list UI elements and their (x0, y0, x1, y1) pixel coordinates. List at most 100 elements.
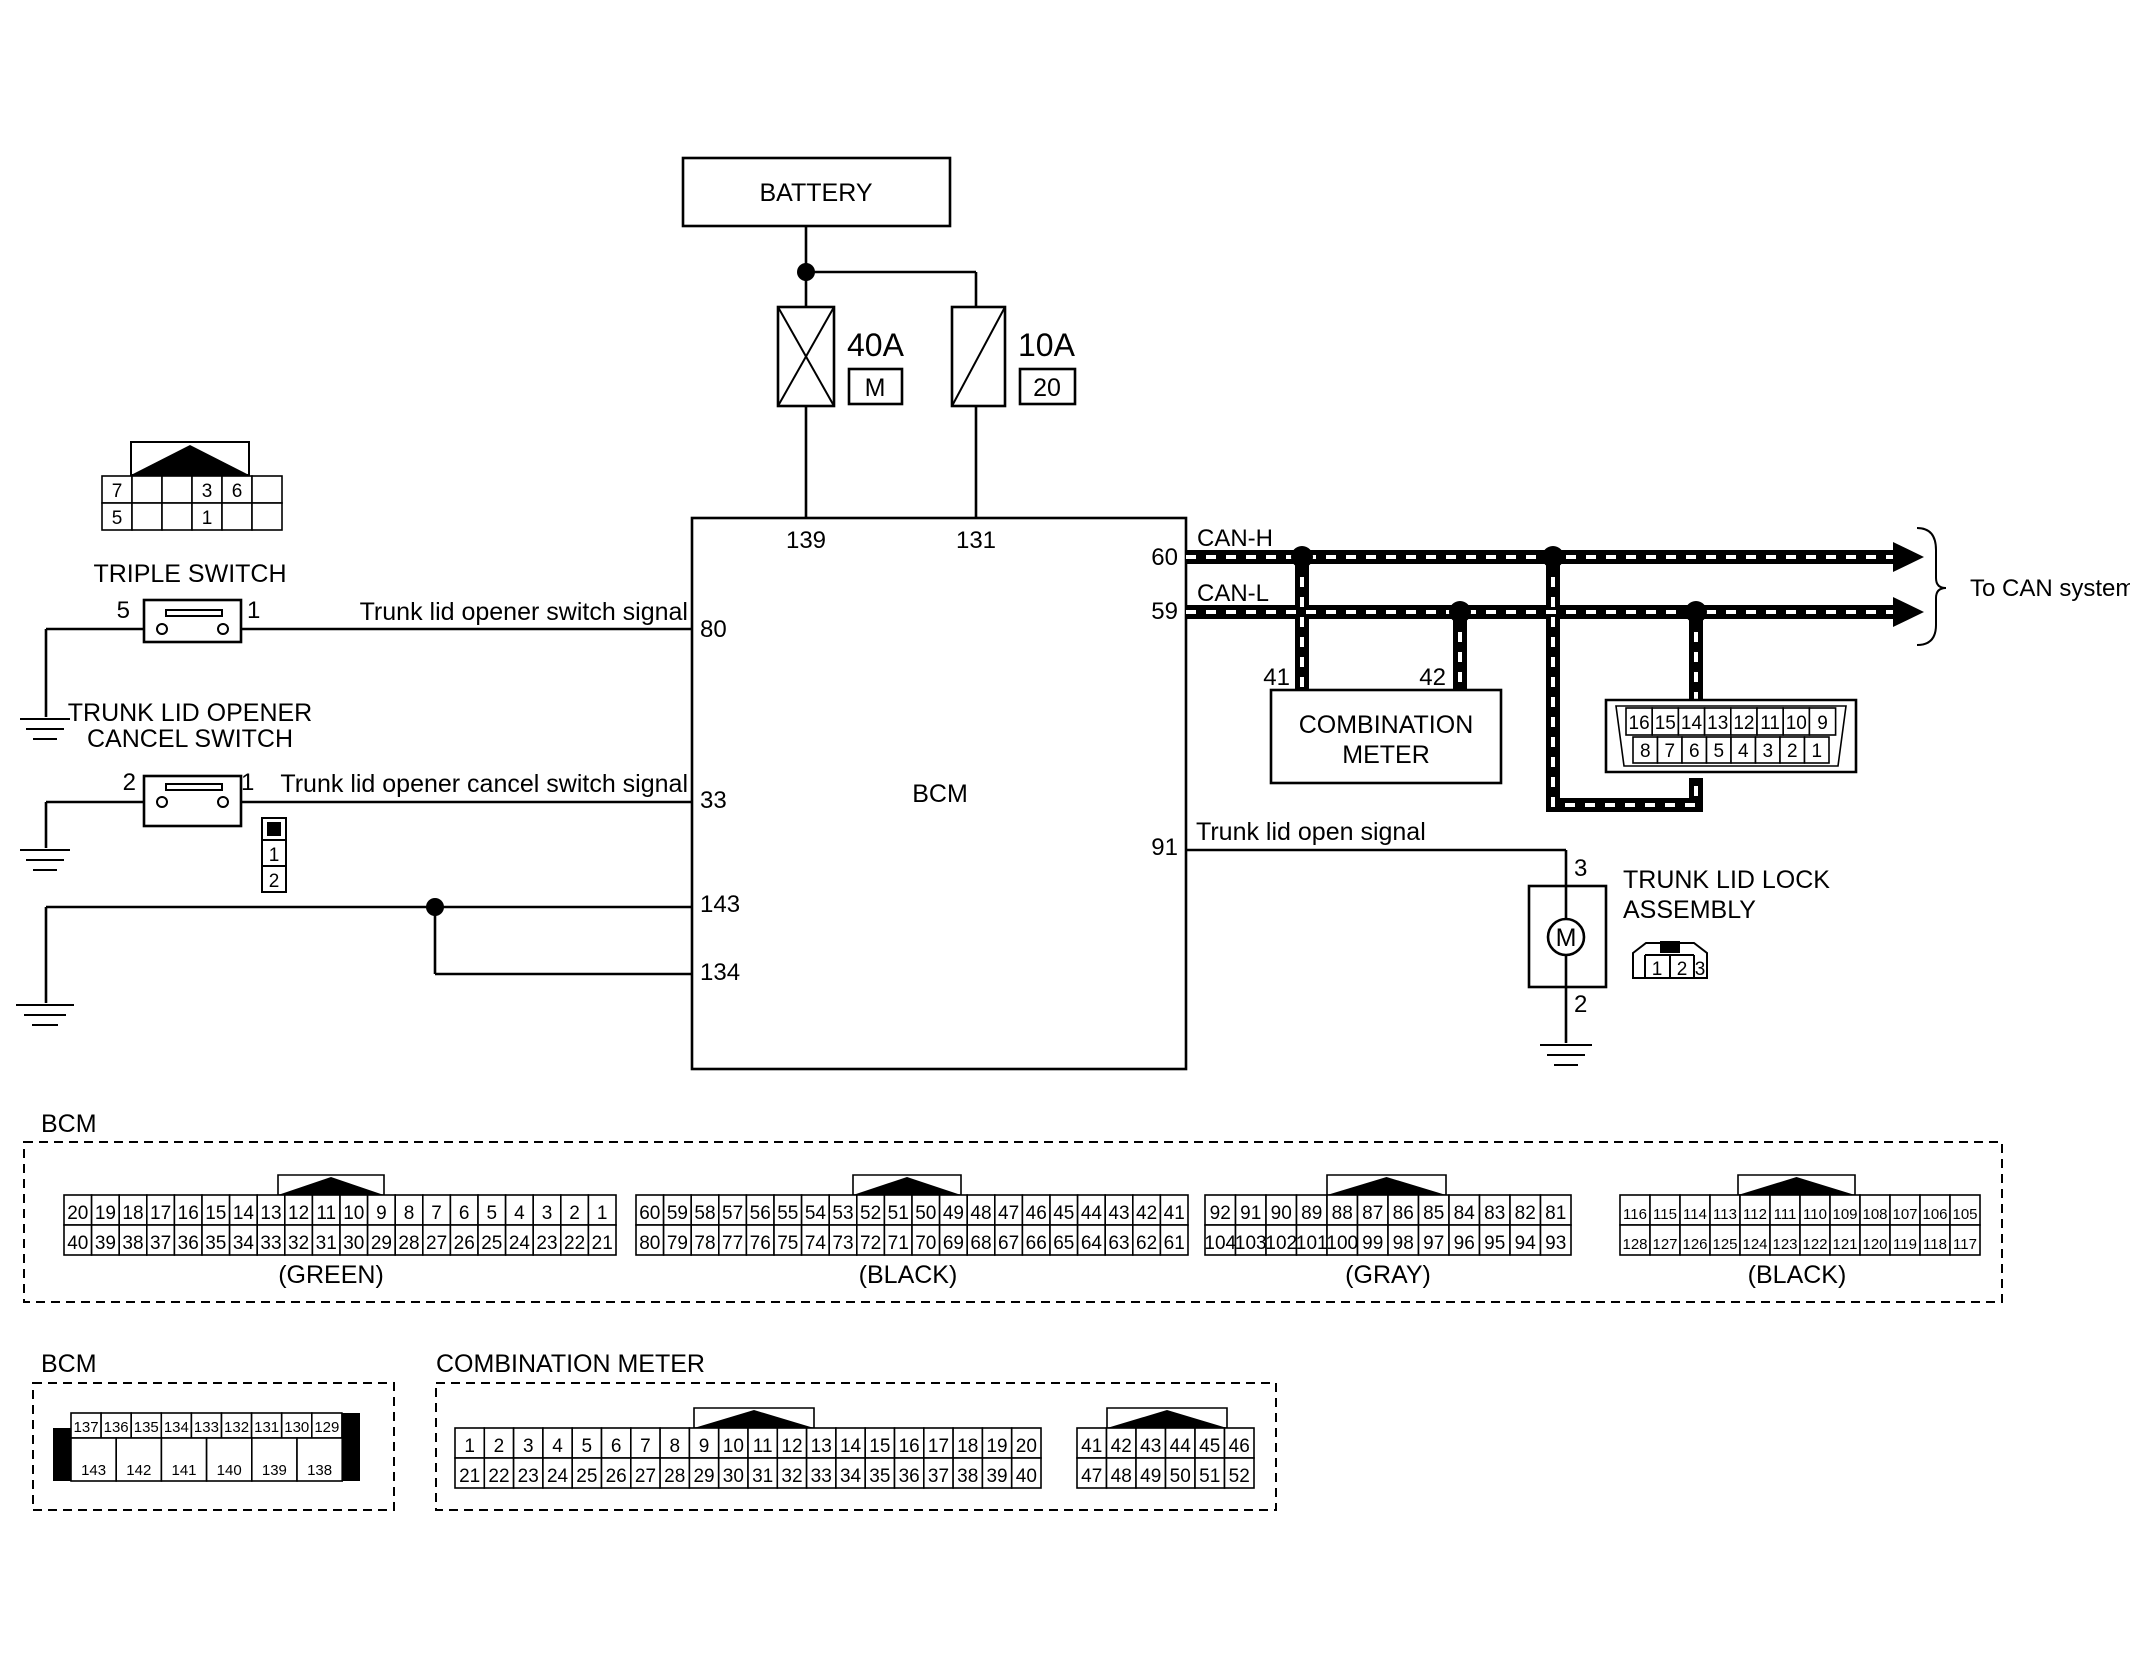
c3-bottom-pin: 100 (1326, 1233, 1358, 1254)
meter_a-top-pin: 3 (523, 1436, 534, 1457)
dlc-top-pin: 16 (1629, 713, 1650, 734)
c1-top-pin: 1 (597, 1203, 608, 1224)
c1-top-pin: 12 (288, 1203, 309, 1224)
bcm2-top-pin: 134 (164, 1419, 189, 1436)
cancel-switch-label-2: CANCEL SWITCH (87, 725, 293, 753)
c2-top-pin: 60 (639, 1203, 660, 1224)
dlc-top-pin: 9 (1817, 713, 1828, 734)
meter_a-bottom-pin: 28 (664, 1466, 685, 1487)
bcm-pin-59: 59 (1151, 598, 1178, 625)
fuse-10a-rating: 10A (1018, 327, 1076, 363)
c2-top-pin: 55 (777, 1203, 798, 1224)
combination-meter-label-1: COMBINATION (1299, 711, 1474, 739)
bcm-pin-134: 134 (700, 959, 740, 986)
c3-bottom-pin: 101 (1296, 1233, 1328, 1254)
c2-top-pin: 44 (1081, 1203, 1103, 1224)
meter_b-top-pin: 41 (1081, 1436, 1102, 1457)
meter_b-top-pin: 42 (1111, 1436, 1132, 1457)
bcm2-top-pin: 132 (224, 1419, 249, 1436)
c2-top-pin: 46 (1026, 1203, 1047, 1224)
dlc-top-pin: 13 (1707, 713, 1728, 734)
bcm-pin-33: 33 (700, 787, 727, 814)
c2-bottom-pin: 72 (860, 1233, 881, 1254)
c1-bottom-pin: 40 (67, 1233, 88, 1254)
cancel-switch-signal: Trunk lid opener cancel switch signal (280, 770, 688, 798)
cancel-switch-connector: 1 2 (261, 817, 287, 893)
c2-bottom-pin: 68 (970, 1233, 991, 1254)
c2-bottom-pin: 70 (915, 1233, 936, 1254)
dlc-bottom-pin: 3 (1762, 741, 1773, 762)
c3-top-pin: 86 (1393, 1203, 1414, 1224)
meter_b-bottom-pin: 48 (1111, 1466, 1132, 1487)
meter_b-bottom-pin: 50 (1170, 1466, 1191, 1487)
c1-bottom-pin: 29 (371, 1233, 392, 1254)
triple-switch-pin-5: 5 (117, 597, 130, 624)
ground-symbol (16, 1004, 74, 1026)
c1-top-pin: 6 (459, 1203, 470, 1224)
c2-top-pin: 47 (998, 1203, 1019, 1224)
c4-bottom-pin: 126 (1682, 1236, 1707, 1253)
trunk-lock-pin-2: 2 (1574, 991, 1587, 1018)
c2-bottom-pin: 78 (694, 1233, 715, 1254)
can-bus (1186, 542, 1924, 812)
c4-top-pin: 112 (1743, 1206, 1767, 1223)
dlc-bottom-pin: 2 (1787, 741, 1798, 762)
c3-top-pin: 91 (1240, 1203, 1261, 1224)
meter_a-top-pin: 9 (699, 1436, 710, 1457)
can-l-label: CAN-L (1197, 580, 1269, 607)
c1-top-pin: 19 (95, 1203, 116, 1224)
bcm2-top-pin: 137 (74, 1419, 99, 1436)
c1-bottom-pin: 33 (260, 1233, 281, 1254)
c1-top-pin: 4 (514, 1203, 525, 1224)
c4-bottom-pin: 125 (1712, 1236, 1737, 1253)
c3-bottom-pin: 98 (1393, 1233, 1414, 1254)
c2-bottom-pin: 61 (1164, 1233, 1185, 1254)
meter_a-bottom-pin: 32 (781, 1466, 802, 1487)
c2-top-pin: 50 (915, 1203, 936, 1224)
c3-bottom-pin: 93 (1545, 1233, 1566, 1254)
c4-top-pin: 110 (1803, 1206, 1827, 1223)
bcm2-bottom-pin: 140 (217, 1462, 242, 1479)
meter_a-bottom-pin: 25 (576, 1466, 597, 1487)
meter_a-top-pin: 20 (1016, 1436, 1037, 1457)
c2-bottom-pin: 74 (805, 1233, 827, 1254)
meter_a-bottom-pin: 30 (723, 1466, 744, 1487)
c1-bottom-pin: 22 (564, 1233, 585, 1254)
c4-top-pin: 116 (1623, 1206, 1647, 1223)
trunk-lock-label-1: TRUNK LID LOCK (1623, 866, 1830, 894)
c2-bottom-pin: 63 (1108, 1233, 1129, 1254)
meter_a-top-pin: 13 (811, 1436, 832, 1457)
c3-bottom-pin: 94 (1515, 1233, 1537, 1254)
bcm-connectors-title: BCM (41, 1110, 97, 1138)
bcm2-bottom-pin: 139 (262, 1462, 287, 1479)
meter_a-top-pin: 18 (957, 1436, 978, 1457)
meter_a-bottom-pin: 22 (488, 1466, 509, 1487)
c2-bottom-pin: 69 (943, 1233, 964, 1254)
c1-top-pin: 17 (150, 1203, 171, 1224)
meter_a-top-pin: 5 (582, 1436, 593, 1457)
bcm2-bottom-pin: 142 (126, 1462, 151, 1479)
c3-top-pin: 88 (1332, 1203, 1353, 1224)
c1-top-pin: 16 (178, 1203, 199, 1224)
meter_b-top-pin: 44 (1170, 1436, 1192, 1457)
c3-bottom-pin: 103 (1235, 1233, 1267, 1254)
meter_a-top-pin: 6 (611, 1436, 622, 1457)
meter_a-top-pin: 12 (781, 1436, 802, 1457)
c1-top-pin: 15 (205, 1203, 226, 1224)
c1-bottom-pin: 35 (205, 1233, 226, 1254)
c2-top-pin: 57 (722, 1203, 743, 1224)
c2-top-pin: 45 (1053, 1203, 1074, 1224)
can-brace (1916, 527, 1947, 646)
svg-text:1: 1 (1652, 959, 1663, 980)
trunk-lock-label-2: ASSEMBLY (1623, 896, 1756, 924)
bcm-label: BCM (912, 780, 968, 808)
c2-top-pin: 53 (832, 1203, 853, 1224)
bcm2-top-pin: 131 (254, 1419, 279, 1436)
meter_a-top-pin: 7 (640, 1436, 651, 1457)
bcm2-top-pin: 130 (284, 1419, 309, 1436)
bcm2-frame (32, 1382, 395, 1511)
c1-top-pin: 5 (487, 1203, 498, 1224)
dlc-top-pin: 12 (1733, 713, 1754, 734)
c3-bottom-pin: 102 (1265, 1233, 1297, 1254)
